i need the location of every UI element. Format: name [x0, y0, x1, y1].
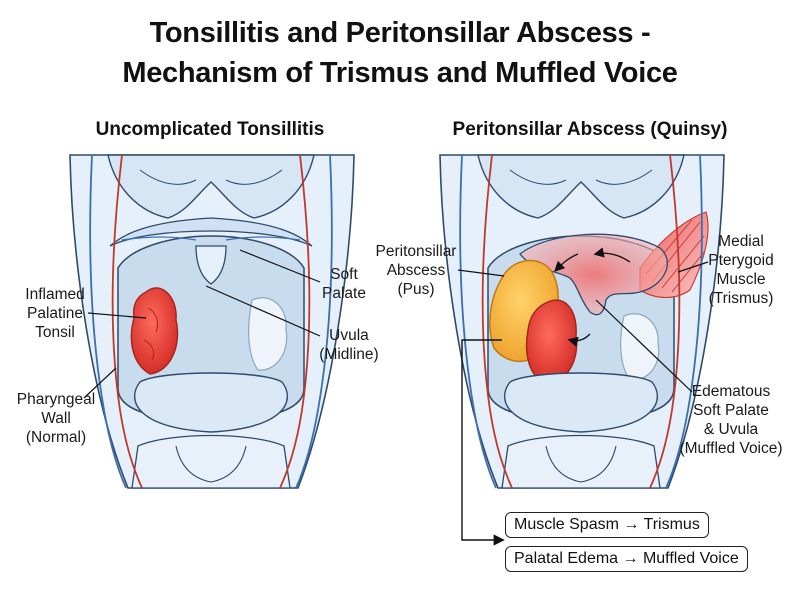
right-tongue	[503, 372, 659, 433]
edematous-soft-palate	[519, 233, 668, 316]
leader-edema	[595, 299, 693, 393]
main-title-line-1: Tonsillitis and Peritonsillar Abscess -	[149, 17, 651, 49]
right-normal-tonsil	[620, 313, 660, 381]
leader-uvula	[205, 285, 321, 337]
right-larynx	[501, 434, 661, 489]
displaced-tonsil	[525, 299, 578, 385]
left-panel-heading: Uncomplicated Tonsillitis	[95, 119, 325, 140]
label-pterygoid: Medial Pterygoid Muscle (Trismus)	[708, 233, 774, 307]
left-larynx	[131, 434, 291, 489]
right-upper-structure	[477, 154, 685, 219]
box-palatal-edema-muffled: Palatal Edema → Muffled Voice	[505, 546, 748, 572]
left-artery-right	[279, 154, 311, 489]
leader-pharyngeal-wall	[83, 367, 117, 399]
pressure-arrow-palate	[554, 253, 579, 272]
left-soft-palate	[109, 217, 313, 247]
box-muscle-spasm-trismus: Muscle Spasm → Trismus	[505, 512, 709, 538]
leader-abscess	[457, 269, 505, 277]
left-artery-left	[111, 154, 143, 489]
label-soft-palate: Soft Palate	[322, 266, 366, 302]
label-edema: Edematous Soft Palate & Uvula (Muffled V…	[679, 383, 783, 457]
main-title-line-2: Mechanism of Trismus and Muffled Voice	[122, 57, 678, 89]
label-pharyngeal-wall: Pharyngeal Wall (Normal)	[16, 391, 96, 446]
leader-soft-palate	[239, 249, 321, 283]
right-panel-heading: Peritonsillar Abscess (Quinsy)	[452, 119, 728, 140]
pressure-arrow-tonsil	[567, 333, 591, 347]
left-vein-right	[295, 154, 333, 489]
left-normal-tonsil	[248, 297, 288, 371]
left-inflamed-tonsil	[130, 287, 179, 375]
left-upper-structure	[107, 154, 315, 219]
left-throat	[69, 154, 355, 489]
leader-pterygoid	[677, 261, 709, 273]
left-tongue	[133, 372, 289, 433]
right-throat	[439, 154, 725, 489]
label-uvula: Uvula (Midline)	[319, 327, 379, 363]
flow-connector	[461, 339, 505, 546]
left-uvula	[195, 245, 227, 285]
label-abscess: Peritonsillar Abscess (Pus)	[375, 243, 457, 298]
pressure-arrow-muscle	[593, 247, 631, 263]
label-inflamed-tonsil: Inflamed Palatine Tonsil	[25, 286, 85, 341]
leader-inflamed-tonsil	[87, 312, 147, 319]
left-vein-left	[89, 154, 127, 489]
